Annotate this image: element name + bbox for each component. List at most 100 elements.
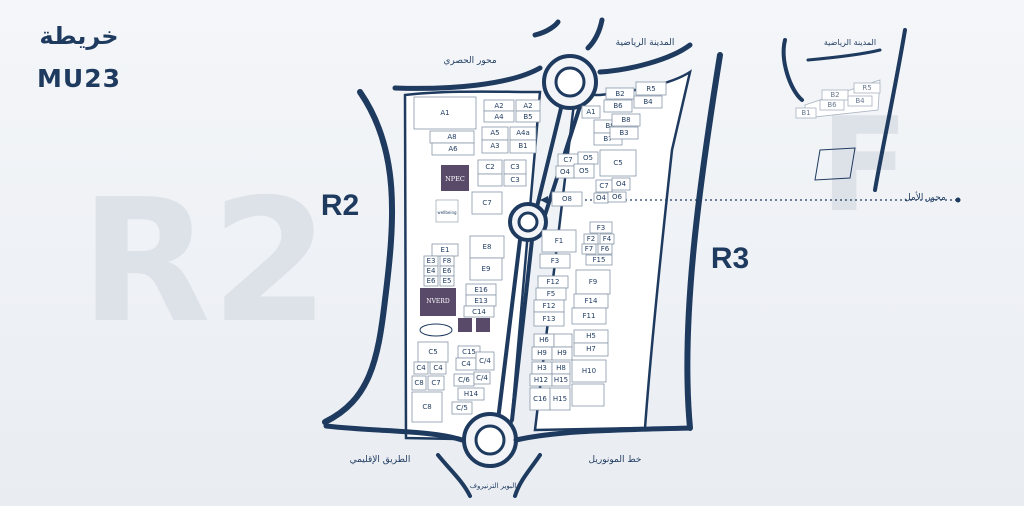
plot-b7-label: B7 (603, 135, 612, 143)
plot-c3b[interactable] (503, 173, 527, 187)
plot-c14-label: C14 (472, 308, 486, 316)
north-roundabout-core (554, 66, 586, 98)
plot-c5r[interactable] (599, 149, 637, 177)
plot-c8[interactable] (411, 375, 427, 391)
plot-f8-label: F8 (443, 257, 451, 265)
logo-block-2[interactable] (476, 318, 490, 332)
plot-o6-label: O6 (612, 193, 623, 201)
plot-c7b[interactable] (427, 375, 445, 391)
npec-block[interactable] (441, 165, 469, 191)
plot-e3-label: E3 (427, 257, 436, 265)
plot-a1[interactable] (413, 96, 477, 130)
plot-h10[interactable] (571, 359, 607, 383)
logo-block-1[interactable] (458, 318, 472, 332)
plot-h15b-label: H15 (553, 395, 567, 403)
plot-a6[interactable] (431, 142, 475, 156)
plot-f15[interactable] (585, 254, 613, 266)
plot-c4a-label: C4 (416, 364, 426, 372)
plot-c7c-label: C7 (563, 156, 572, 164)
plot-o6[interactable] (607, 191, 627, 203)
plot-f9[interactable] (575, 269, 611, 295)
plot-r5-label: R5 (646, 85, 655, 93)
plot-f3-label: F3 (597, 224, 605, 232)
top-spur-left (532, 19, 561, 38)
plot-o5b-label: O5 (579, 167, 589, 175)
plot-h9[interactable] (551, 346, 573, 361)
plot-a3[interactable] (481, 139, 509, 154)
plot-f6[interactable] (597, 243, 613, 255)
plot-c4-b[interactable] (429, 361, 447, 375)
plot-f15-label: F15 (593, 256, 606, 264)
plot-f13[interactable] (533, 311, 565, 327)
plot-c45[interactable] (451, 401, 473, 415)
plot-h10b[interactable] (571, 383, 605, 407)
plot-c4c-label: C4 (461, 360, 471, 368)
inset-plot-b4[interactable] (847, 95, 873, 107)
plot-f3b[interactable] (539, 253, 571, 269)
inset-plot-r5[interactable] (853, 82, 881, 94)
plot-r5[interactable] (635, 81, 667, 96)
plot-f11[interactable] (571, 307, 607, 325)
noerd-block[interactable] (420, 288, 456, 316)
top-right-road (597, 42, 693, 75)
plot-a5-label: A5 (490, 129, 499, 137)
plot-c4slash[interactable] (475, 351, 495, 371)
plot-f1[interactable] (541, 229, 577, 253)
plot-a6-label: A6 (448, 145, 458, 153)
npec-label: NPEC (445, 175, 465, 183)
plot-b6[interactable] (603, 99, 633, 113)
plot-a8-label: A8 (447, 133, 456, 141)
plot-c74[interactable] (473, 371, 491, 385)
plot-c5-label: C5 (428, 348, 437, 356)
plot-c7[interactable] (471, 191, 503, 215)
bottom-spur-left (436, 453, 472, 498)
plot-c4slash-label: C/4 (479, 357, 491, 365)
plot-c4-a[interactable] (413, 361, 429, 375)
plot-f4-label: F4 (603, 235, 612, 243)
plot-a4-label: A4 (494, 113, 504, 121)
plot-b2[interactable] (605, 87, 635, 100)
plot-f3[interactable] (589, 221, 613, 234)
amal-axis-dot (955, 197, 961, 203)
plot-a4a-label: A4a (516, 129, 530, 137)
plot-f7[interactable] (581, 243, 597, 255)
plot-f12b-label: F12 (543, 302, 556, 310)
inset-sports-city-label: المدينة الرياضية (824, 38, 876, 47)
map-title-arabic: خريطة (39, 22, 119, 50)
plot-c14[interactable] (463, 305, 495, 318)
plot-o8[interactable] (551, 191, 583, 207)
plot-c8b[interactable] (411, 391, 443, 423)
plot-b5[interactable] (515, 110, 541, 123)
plot-e6b[interactable] (423, 275, 439, 287)
monorail-line (513, 425, 693, 443)
plot-o4-label: O4 (560, 168, 571, 176)
zone-r3: R3 (711, 242, 749, 275)
plot-c3b-label: C3 (510, 176, 519, 184)
plot-b4[interactable] (633, 95, 663, 109)
wellbeing-block[interactable] (435, 199, 459, 223)
monorail-label: خط المونوريل (589, 455, 642, 465)
plot-c2b[interactable] (477, 173, 503, 187)
plot-h15b[interactable] (549, 387, 571, 411)
plot-c8-label: C8 (414, 379, 423, 387)
plot-b8b[interactable] (611, 113, 641, 127)
plot-h6b[interactable] (553, 333, 573, 348)
plot-h5-label: H5 (586, 332, 596, 340)
plot-e5[interactable] (439, 275, 455, 287)
inset-plot-b1[interactable] (795, 107, 817, 119)
r2-boundary-road (322, 89, 396, 425)
plot-e16-label: E16 (474, 286, 488, 294)
plot-a4[interactable] (483, 110, 515, 123)
inset-plot-b6[interactable] (819, 99, 845, 111)
plot-b3[interactable] (609, 126, 639, 140)
plot-o5b[interactable] (573, 163, 595, 179)
plot-b1[interactable] (509, 139, 537, 154)
plot-o4b[interactable] (611, 177, 631, 191)
plot-a1-label: A1 (440, 109, 449, 117)
plot-e9[interactable] (469, 257, 503, 281)
plot-h14[interactable] (457, 387, 485, 401)
plot-a1b[interactable] (581, 105, 601, 119)
plot-h15[interactable] (551, 373, 571, 387)
plot-h7[interactable] (573, 342, 609, 357)
